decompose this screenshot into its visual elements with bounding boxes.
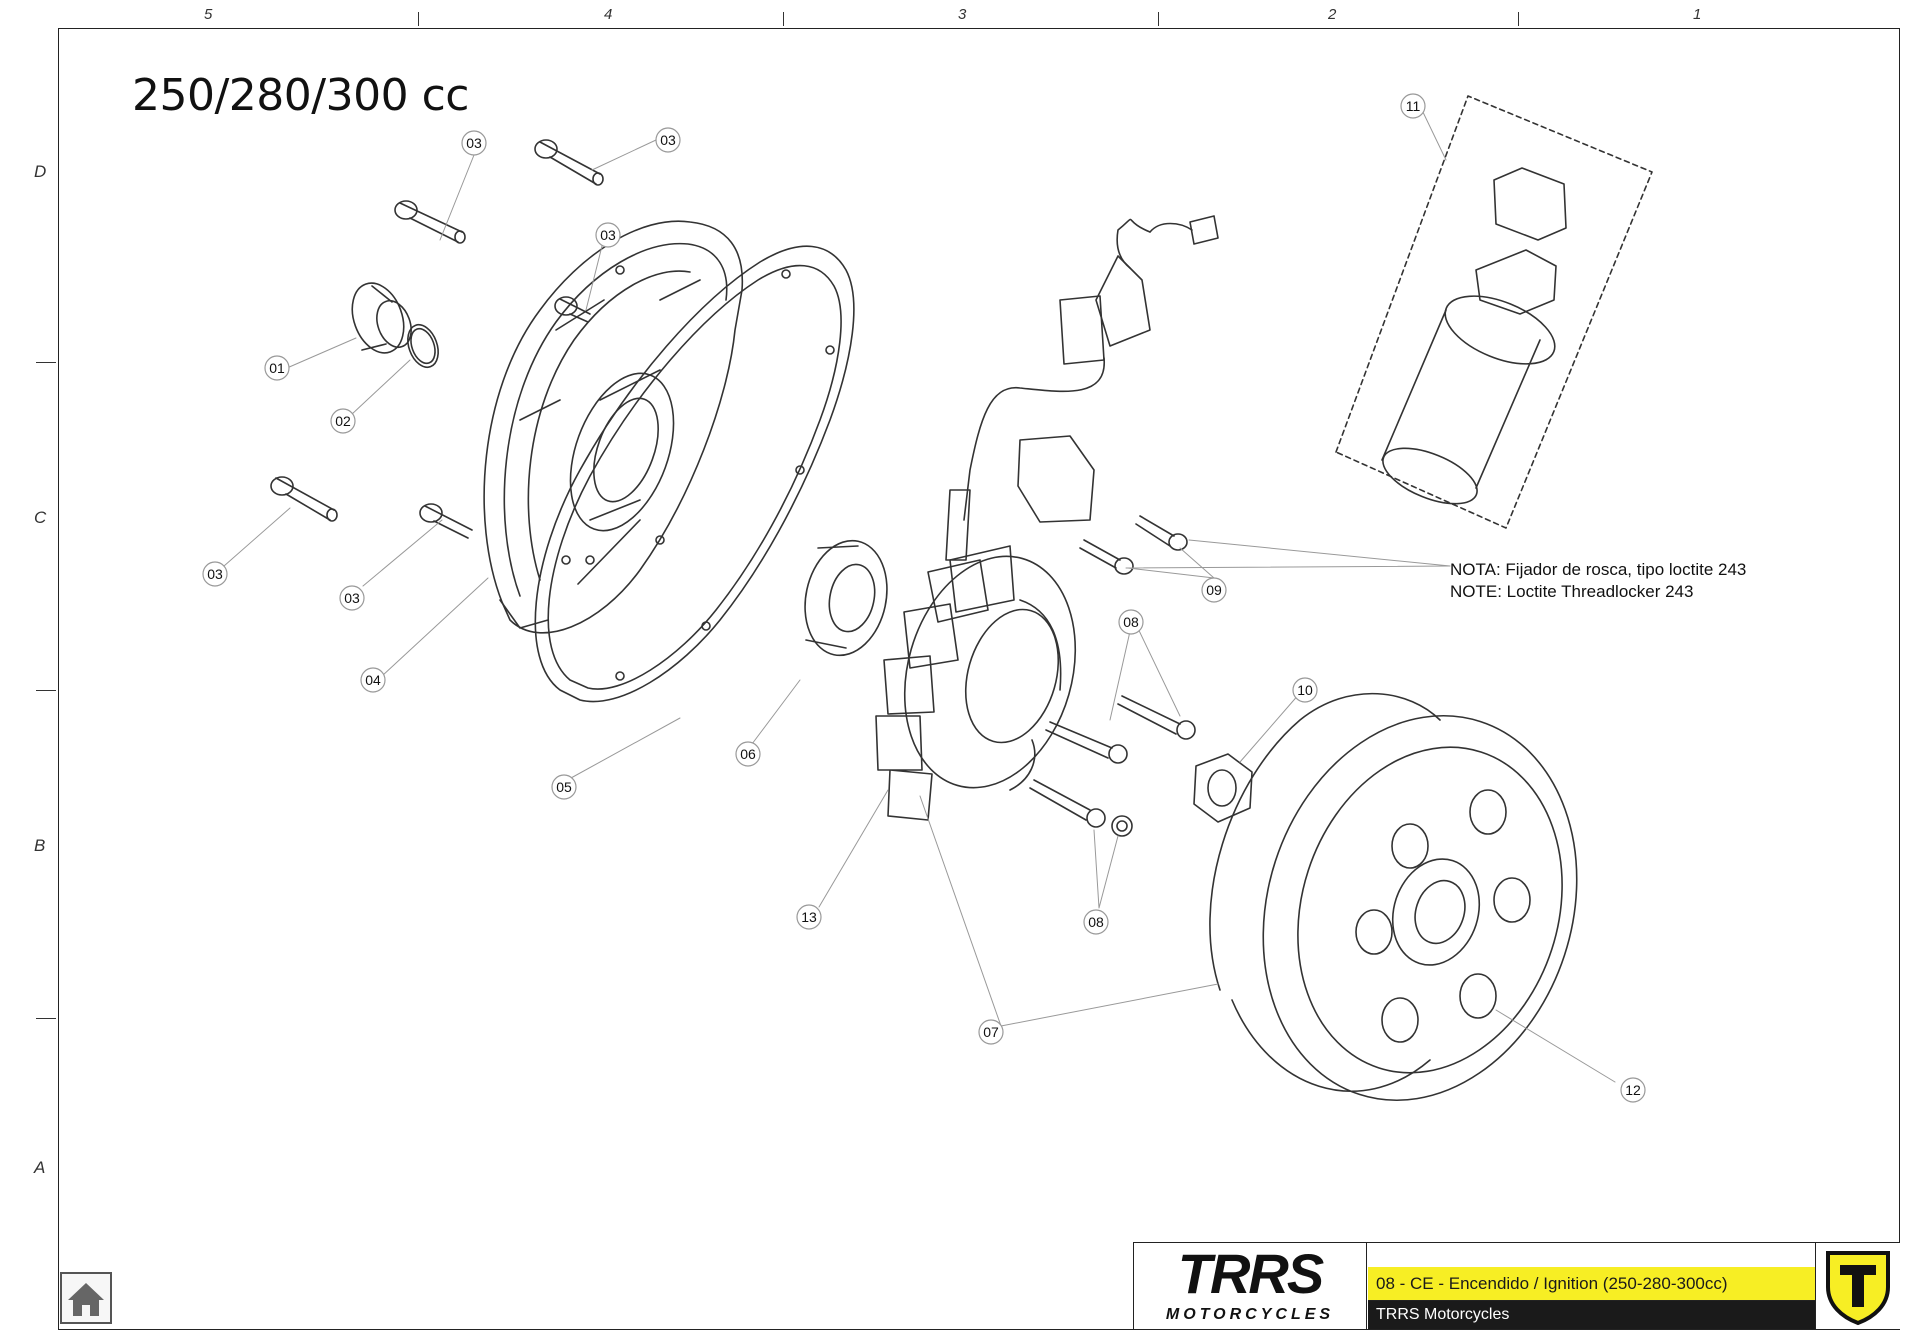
callout-02: 02 — [335, 413, 351, 429]
zone-tick — [1518, 12, 1519, 26]
zone-tick — [783, 12, 784, 26]
sheet-title: 08 - CE - Encendido / Ignition (250-280-… — [1368, 1267, 1815, 1301]
o-ring-02 — [407, 323, 439, 369]
callout-13: 13 — [801, 909, 817, 925]
logo-wordmark: TRRS — [1178, 1243, 1324, 1305]
zone-column-label: 1 — [1693, 6, 1702, 23]
title-block-spacer — [1368, 1243, 1815, 1267]
callout-08: 08 — [1088, 914, 1104, 930]
zone-row-label: A — [34, 1158, 46, 1177]
drawing-frame — [58, 28, 1900, 1330]
stator-13 — [875, 545, 1077, 821]
flywheel-rotor-12 — [1209, 692, 1578, 1102]
bolt-03-top-left — [394, 200, 466, 244]
wiring-harness — [945, 215, 1219, 561]
home-icon — [68, 1283, 104, 1316]
home-button[interactable] — [60, 1272, 112, 1324]
callout-07: 07 — [983, 1024, 999, 1040]
bolt-03-left-1 — [270, 476, 338, 522]
callout-09: 09 — [1206, 582, 1222, 598]
bolt-03-top-center — [534, 139, 604, 186]
screw-09-b — [1079, 539, 1134, 575]
note-spanish: NOTA: Fijador de rosca, tipo loctite 243 — [1450, 560, 1747, 579]
zone-column-label: 2 — [1328, 6, 1337, 23]
zone-row-label: B — [34, 836, 46, 855]
washer-08 — [1111, 815, 1133, 837]
callout-01: 01 — [269, 360, 285, 376]
shield-emblem-icon — [1826, 1251, 1890, 1326]
zone-row-label: C — [34, 508, 47, 527]
screw-08-b — [1045, 721, 1128, 764]
threadlocker-note: NOTA: Fijador de rosca, tipo loctite 243… — [1450, 559, 1746, 603]
bearing-06 — [804, 539, 888, 657]
ignition-cover-04 — [483, 220, 744, 634]
callout-circles — [202, 93, 1646, 1103]
zone-tick — [418, 12, 419, 26]
callout-leaders — [223, 107, 1616, 1083]
plug-01 — [351, 282, 412, 354]
callout-08: 08 — [1123, 614, 1139, 630]
zone-column-label: 3 — [958, 6, 967, 23]
bolt-03-left-2 — [419, 503, 473, 539]
callout-05: 05 — [556, 779, 572, 795]
zone-tick — [36, 1018, 56, 1019]
logo-subtitle: MOTORCYCLES — [1166, 1306, 1334, 1323]
callout-04: 04 — [365, 672, 381, 688]
zone-tick — [36, 690, 56, 691]
screw-09-a — [1135, 515, 1188, 551]
trrs-emblem — [1815, 1243, 1900, 1329]
title-block: TRRS MOTORCYCLES 08 - CE - Encendido / I… — [1133, 1242, 1900, 1330]
zone-tick — [36, 362, 56, 363]
drawing-title: 250/280/300 cc — [132, 70, 469, 121]
callout-03: 03 — [344, 590, 360, 606]
callout-11: 11 — [1406, 98, 1421, 114]
screw-08-a — [1117, 695, 1196, 740]
puller-tool-11 — [1335, 95, 1653, 529]
gasket-05 — [534, 245, 855, 703]
zone-column-label: 4 — [604, 6, 613, 23]
callout-03: 03 — [207, 566, 223, 582]
callout-12: 12 — [1625, 1082, 1641, 1098]
zone-column-label: 5 — [204, 6, 213, 23]
note-english: NOTE: Loctite Threadlocker 243 — [1450, 582, 1694, 601]
zone-tick — [1158, 12, 1159, 26]
screw-08-c — [1029, 779, 1106, 828]
zone-row-label: D — [34, 162, 47, 181]
callout-03: 03 — [660, 132, 676, 148]
callout-06: 06 — [740, 746, 756, 762]
trrs-logo: TRRS MOTORCYCLES — [1134, 1242, 1367, 1329]
callout-03: 03 — [466, 135, 482, 151]
callout-10: 10 — [1297, 682, 1313, 698]
callout-03: 03 — [600, 227, 616, 243]
nut-10 — [1193, 753, 1253, 823]
company-name: TRRS Motorcycles — [1368, 1301, 1815, 1329]
